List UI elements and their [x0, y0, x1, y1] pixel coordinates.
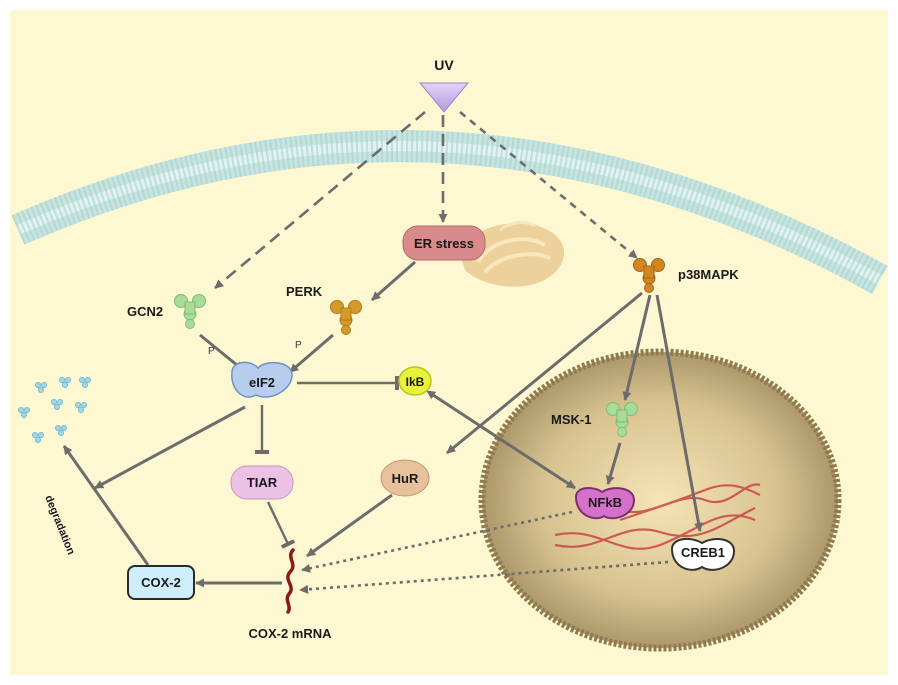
- tiar-node: TIAR: [230, 465, 294, 500]
- msk1-node: MSK-1: [551, 402, 638, 437]
- uv-triangle-icon: [418, 82, 470, 113]
- cell-membrane: [11, 130, 888, 294]
- ikb-node: IkB: [398, 366, 432, 396]
- degradation-fragments: [18, 377, 91, 443]
- perk-phospho-label: P: [295, 340, 302, 351]
- msk1-protein-icon: [606, 402, 638, 437]
- edge-perk-eif2: [289, 333, 334, 374]
- nfkb-label: NFkB: [588, 495, 622, 510]
- gcn2-node: GCN2 P: [127, 294, 215, 357]
- edge-msk1-nfkb: [605, 442, 622, 485]
- cox2-node: COX-2: [127, 565, 195, 600]
- p38mapk-label: p38MAPK: [678, 267, 739, 282]
- creb1-node: CREB1: [670, 537, 736, 571]
- perk-label: PERK: [286, 284, 323, 299]
- er-stress-label: ER stress: [414, 236, 474, 251]
- edges: [62, 110, 703, 594]
- edge-p38mapk-creb1: [655, 294, 703, 532]
- gcn2-phospho-label: P: [208, 346, 215, 357]
- edge-uv-gcn2: [214, 111, 426, 289]
- dna-strand: [554, 483, 761, 550]
- edge-creb1-mrna: [299, 560, 669, 594]
- uv-label: UV: [434, 57, 454, 73]
- hur-node: HuR: [380, 459, 430, 497]
- perk-node: PERK P: [286, 284, 362, 351]
- edge-cox2-degradation: [62, 445, 150, 566]
- edge-eif2-degradation: [94, 405, 246, 490]
- msk1-label: MSK-1: [551, 412, 591, 427]
- cox2-mrna-node: COX-2 mRNA: [248, 548, 332, 641]
- gcn2-label: GCN2: [127, 304, 163, 319]
- creb1-label: CREB1: [681, 545, 725, 560]
- golgi-apparatus: [460, 221, 565, 287]
- p38mapk-node: p38MAPK: [633, 258, 739, 293]
- eif2-label: eIF2: [249, 375, 275, 390]
- p38mapk-protein-icon: [633, 258, 665, 293]
- hur-label: HuR: [392, 471, 419, 486]
- perk-protein-icon: [330, 300, 362, 335]
- gcn2-protein-icon: [174, 294, 206, 329]
- nfkb-node: NFkB: [574, 487, 636, 520]
- ikb-label: IkB: [406, 375, 425, 389]
- er-stress-node: ER stress: [402, 225, 486, 261]
- tiar-label: TIAR: [247, 475, 278, 490]
- edge-tiar-mrna: [266, 501, 296, 549]
- edge-p38mapk-msk1: [622, 294, 652, 401]
- edge-p38mapk-hur: [446, 291, 643, 455]
- cox2-mrna-label: COX-2 mRNA: [248, 626, 332, 641]
- cox2-label: COX-2: [141, 575, 181, 590]
- edge-er-stress-perk: [371, 260, 416, 302]
- edge-ikb-nfkb: [426, 390, 576, 490]
- nucleus: [478, 348, 842, 652]
- eif2-node: eIF2: [231, 361, 293, 398]
- uv-node: UV: [418, 57, 470, 113]
- mrna-strand-icon: [285, 548, 295, 614]
- edge-hur-mrna: [306, 493, 393, 558]
